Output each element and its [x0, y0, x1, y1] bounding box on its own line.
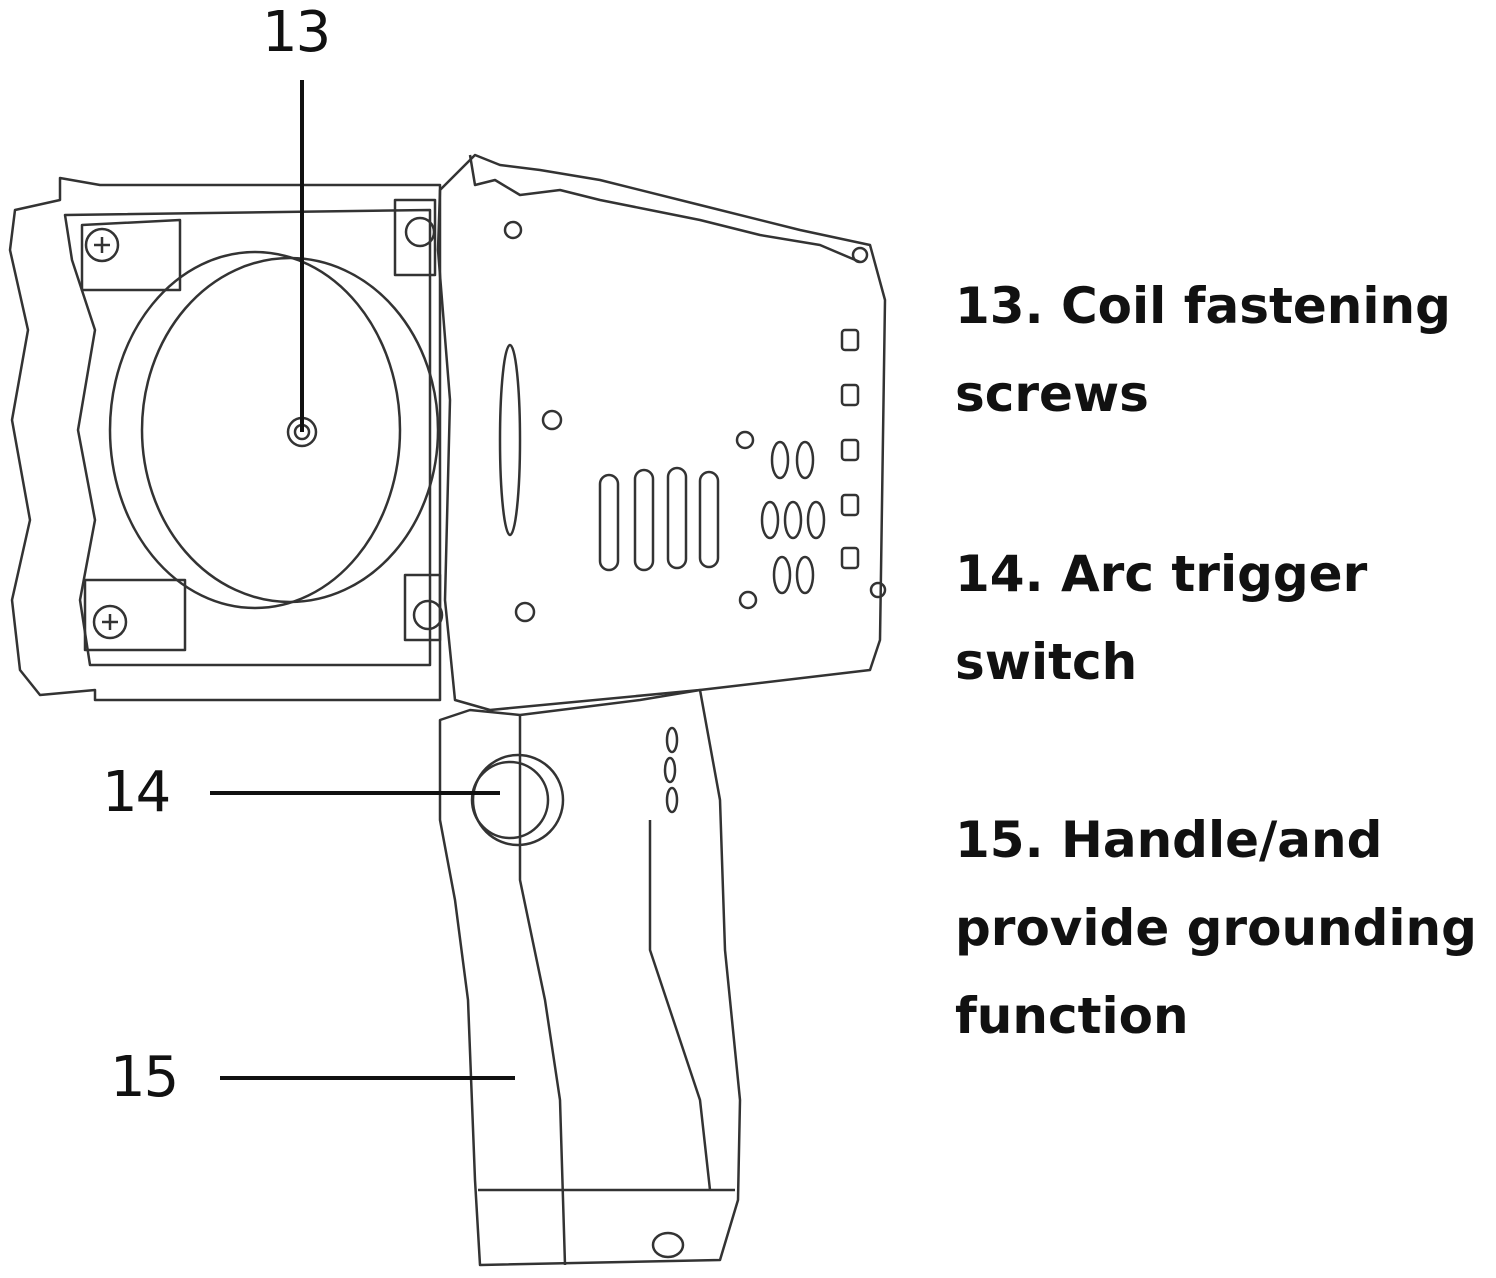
description-14-line1: 14. Arc trigger — [955, 545, 1368, 603]
description-15: 15. Handle/and provide grounding functio… — [955, 796, 1495, 1060]
description-13-line2: screws — [955, 365, 1149, 423]
description-13: 13. Coil fastening screws — [955, 262, 1495, 438]
callout-15: 15 — [110, 1045, 179, 1110]
vent-slots — [598, 466, 720, 572]
callout-14: 14 — [102, 760, 171, 825]
button-holes — [503, 220, 887, 623]
description-15-line1: 15. Handle/and — [955, 811, 1383, 869]
rear-frame — [8, 176, 442, 702]
description-14: 14. Arc trigger switch — [955, 530, 1495, 706]
callout-13: 13 — [262, 0, 331, 65]
side-body — [436, 153, 887, 712]
trigger-button — [470, 753, 565, 847]
coil — [108, 250, 440, 610]
leader-lines — [210, 80, 515, 1080]
description-13-line1: 13. Coil fastening — [955, 277, 1451, 335]
handle — [438, 688, 742, 1267]
description-15-line2: provide grounding — [955, 899, 1477, 957]
screw-icons — [84, 216, 444, 640]
description-14-line2: switch — [955, 633, 1138, 691]
description-15-line3: function — [955, 987, 1189, 1045]
